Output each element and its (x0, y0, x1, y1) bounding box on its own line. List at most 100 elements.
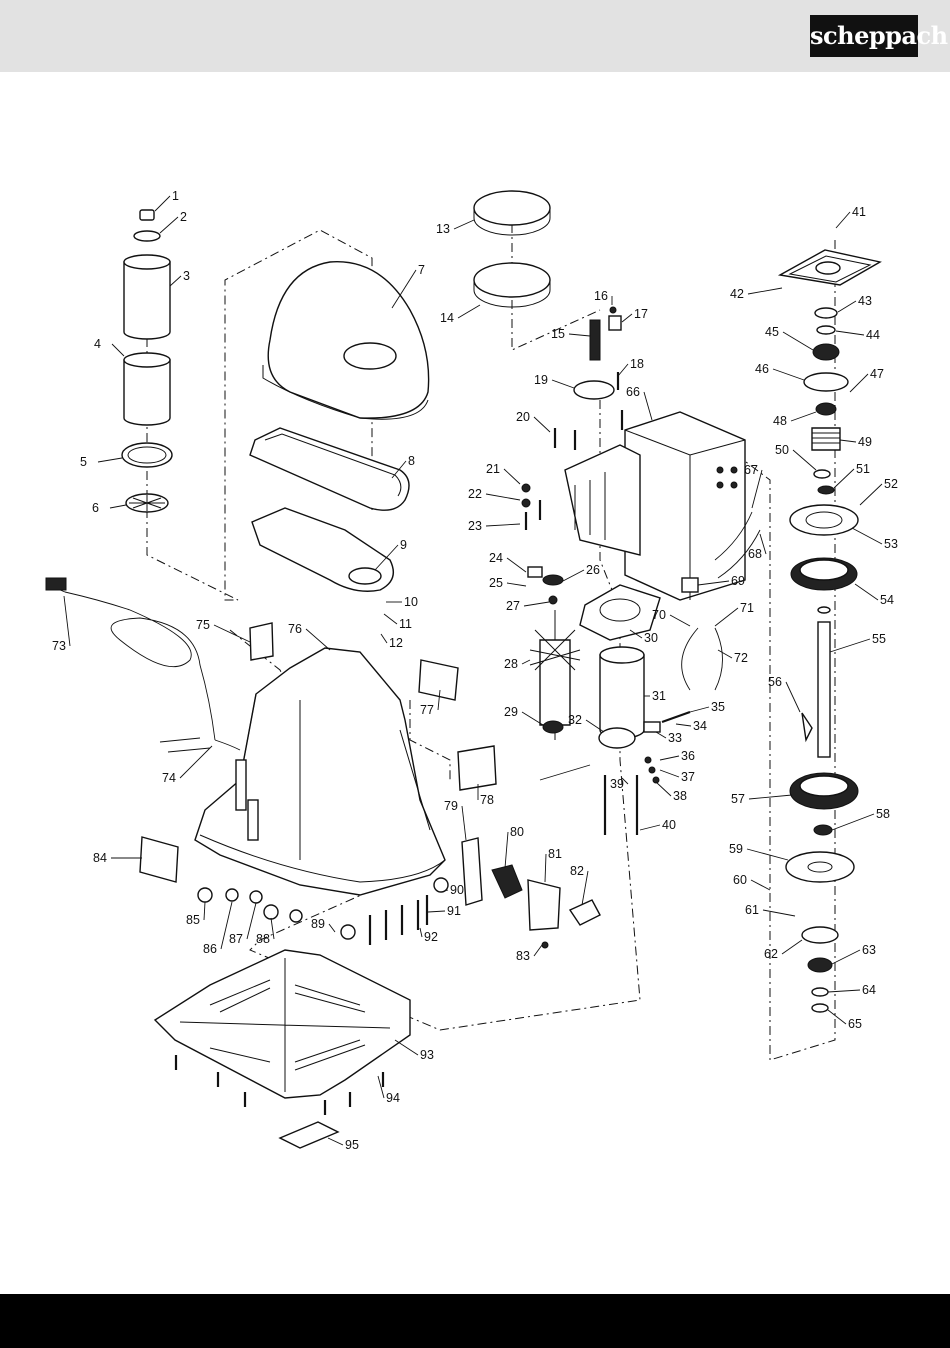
part-label-88: 88 (256, 932, 270, 946)
part-label-51: 51 (856, 462, 870, 476)
part-label-95: 95 (345, 1138, 359, 1152)
leader-line-40 (640, 825, 660, 830)
leader-line-66 (644, 392, 652, 420)
part-label-63: 63 (862, 943, 876, 957)
part-label-68: 68 (748, 547, 762, 561)
leader-line-75 (214, 625, 250, 642)
leader-line-76 (306, 629, 330, 650)
part-label-32: 32 (568, 713, 582, 727)
leader-line-48 (791, 412, 816, 421)
part-label-73: 73 (52, 639, 66, 653)
leader-line-42 (748, 288, 782, 294)
leader-line-88 (271, 918, 274, 939)
part-label-12: 12 (389, 636, 403, 650)
leader-line-38 (656, 782, 671, 796)
part-label-61: 61 (745, 903, 759, 917)
leader-line-6 (110, 505, 126, 508)
part-label-60: 60 (733, 873, 747, 887)
leader-line-71 (715, 608, 738, 626)
part-group-bottom-plate (155, 950, 410, 1148)
part-group-motor-housing (522, 410, 745, 600)
part-label-55: 55 (872, 632, 886, 646)
leader-line-45 (783, 332, 813, 350)
leader-line-33 (656, 732, 666, 738)
part-label-40: 40 (662, 818, 676, 832)
leader-line-59 (747, 849, 788, 860)
part-label-80: 80 (510, 825, 524, 839)
leader-line-95 (328, 1138, 343, 1145)
leader-line-23 (486, 524, 520, 526)
leader-line-53 (852, 528, 882, 544)
leader-line-1 (155, 196, 170, 211)
leader-line-64 (828, 990, 860, 992)
leader-line-92 (420, 928, 422, 937)
leader-line-85 (204, 902, 205, 920)
leader-line-79 (462, 806, 466, 840)
leader-line-65 (828, 1010, 846, 1024)
part-label-41: 41 (852, 205, 866, 219)
part-label-5: 5 (80, 455, 87, 469)
part-label-9: 9 (400, 538, 407, 552)
leader-line-18 (618, 364, 628, 376)
part-label-58: 58 (876, 807, 890, 821)
part-label-33: 33 (668, 731, 682, 745)
leader-line-43 (838, 301, 856, 312)
part-label-38: 38 (673, 789, 687, 803)
leader-line-52 (860, 484, 882, 505)
leader-line-34 (676, 724, 691, 726)
leader-line-83 (534, 945, 542, 956)
leader-line-3 (170, 276, 181, 286)
part-label-34: 34 (693, 719, 707, 733)
part-label-21: 21 (486, 462, 500, 476)
leader-line-4 (112, 344, 124, 356)
leader-line-93 (395, 1040, 418, 1055)
part-label-15: 15 (551, 327, 565, 341)
leader-line-19 (552, 380, 574, 388)
part-label-71: 71 (740, 601, 754, 615)
exploded-parts-diagram: 1234567891011121314151617181920212223242… (0, 72, 950, 1294)
part-label-77: 77 (420, 703, 434, 717)
part-label-11: 11 (399, 617, 412, 631)
part-label-69: 69 (731, 574, 745, 588)
part-label-67: 67 (744, 463, 758, 477)
part-label-14: 14 (440, 311, 454, 325)
part-label-90: 90 (450, 883, 464, 897)
leader-line-49 (840, 440, 856, 442)
leader-line-35 (690, 707, 709, 712)
part-label-13: 13 (436, 222, 450, 236)
part-label-82: 82 (570, 864, 584, 878)
leader-line-26 (563, 570, 584, 581)
part-label-39: 39 (610, 777, 624, 791)
part-label-50: 50 (775, 443, 789, 457)
part-label-10: 10 (404, 595, 418, 609)
part-label-16: 16 (594, 289, 608, 303)
header-bar: scheppach (0, 0, 950, 72)
part-label-70: 70 (652, 608, 666, 622)
leader-line-24 (507, 558, 526, 572)
part-group-right-column (780, 250, 880, 1012)
part-label-17: 17 (634, 307, 648, 321)
leader-line-2 (160, 217, 178, 233)
leader-line-87 (247, 903, 256, 939)
part-label-35: 35 (711, 700, 725, 714)
part-label-74: 74 (162, 771, 176, 785)
leader-line-60 (751, 880, 770, 890)
part-label-93: 93 (420, 1048, 434, 1062)
part-label-43: 43 (858, 294, 872, 308)
part-label-7: 7 (418, 263, 425, 277)
part-label-53: 53 (884, 537, 898, 551)
leader-line-13 (454, 220, 474, 229)
leader-line-14 (458, 305, 480, 318)
part-label-8: 8 (408, 454, 415, 468)
leader-line-63 (832, 950, 860, 964)
part-group-filter-column (122, 210, 172, 512)
part-label-28: 28 (504, 657, 518, 671)
part-label-24: 24 (489, 551, 503, 565)
leader-line-72 (718, 650, 732, 658)
part-label-42: 42 (730, 287, 744, 301)
part-label-72: 72 (734, 651, 748, 665)
part-label-46: 46 (755, 362, 769, 376)
part-label-20: 20 (516, 410, 530, 424)
part-label-31: 31 (652, 689, 666, 703)
leader-line-17 (622, 314, 632, 322)
